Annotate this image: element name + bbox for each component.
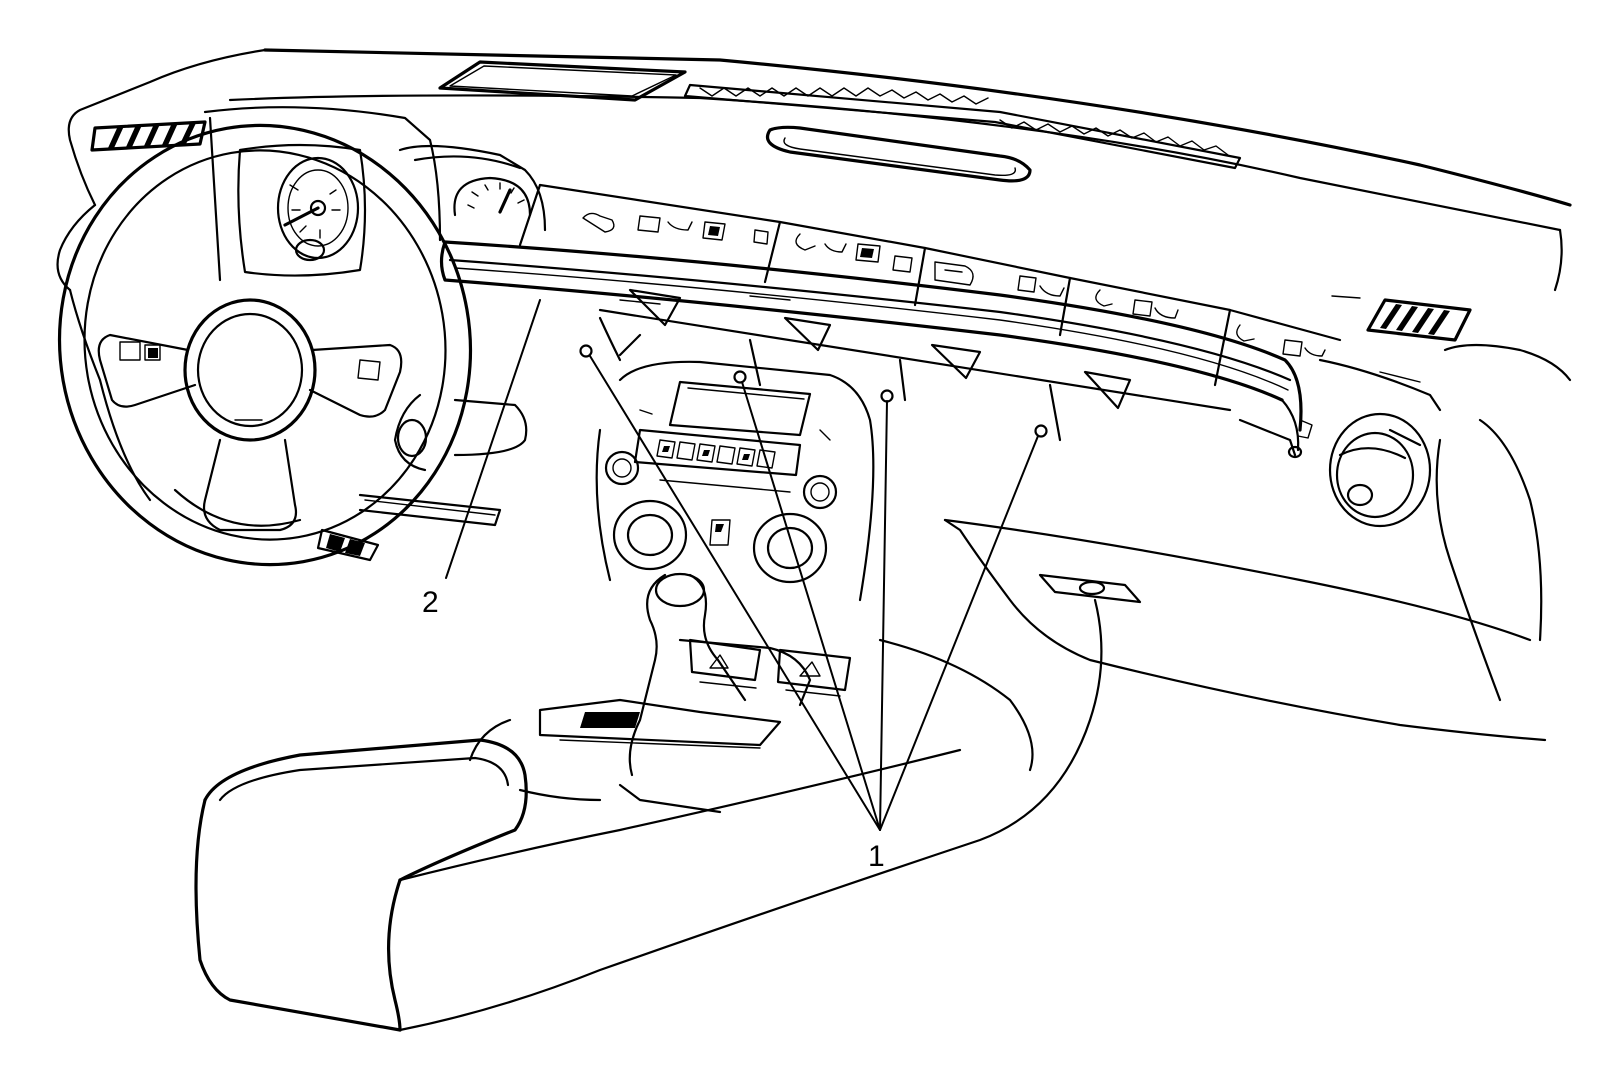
upper-defrost-vent [683,83,1242,170]
leader-lines [445,299,1039,831]
leader-line-1b [741,381,881,831]
right-gauge [453,176,532,217]
steering-wheel [57,123,473,567]
instrument-cluster [203,106,547,282]
trim-plate-sections [518,183,1442,442]
fastener-1 [579,344,593,358]
shift-lever-and-console [468,572,1034,814]
callout-1: 1 [868,840,885,873]
windshield-sensor-panel [438,60,687,102]
center-stack [595,360,875,602]
left-side-vent [90,120,207,152]
left-gauge [276,156,360,262]
callout-2: 2 [422,586,439,619]
fastener-3 [880,389,894,403]
leader-line-1a [589,355,881,831]
leader-line-2 [445,299,541,579]
right-round-vent [1328,412,1432,528]
leader-line-1c [879,400,888,831]
leader-line-1d [879,435,1039,831]
center-storage-lid [765,125,1032,183]
glove-box [943,343,1572,742]
fastener-4 [1034,424,1048,438]
instrument-panel-trim-plate [439,240,1313,459]
dashboard-top-outline [56,48,1572,292]
armrest-console [194,598,1103,1032]
right-side-vent [1331,295,1472,342]
fastener-2 [733,370,747,384]
trim-plate-fasteners [579,344,1048,438]
left-lower-dash [68,288,528,562]
